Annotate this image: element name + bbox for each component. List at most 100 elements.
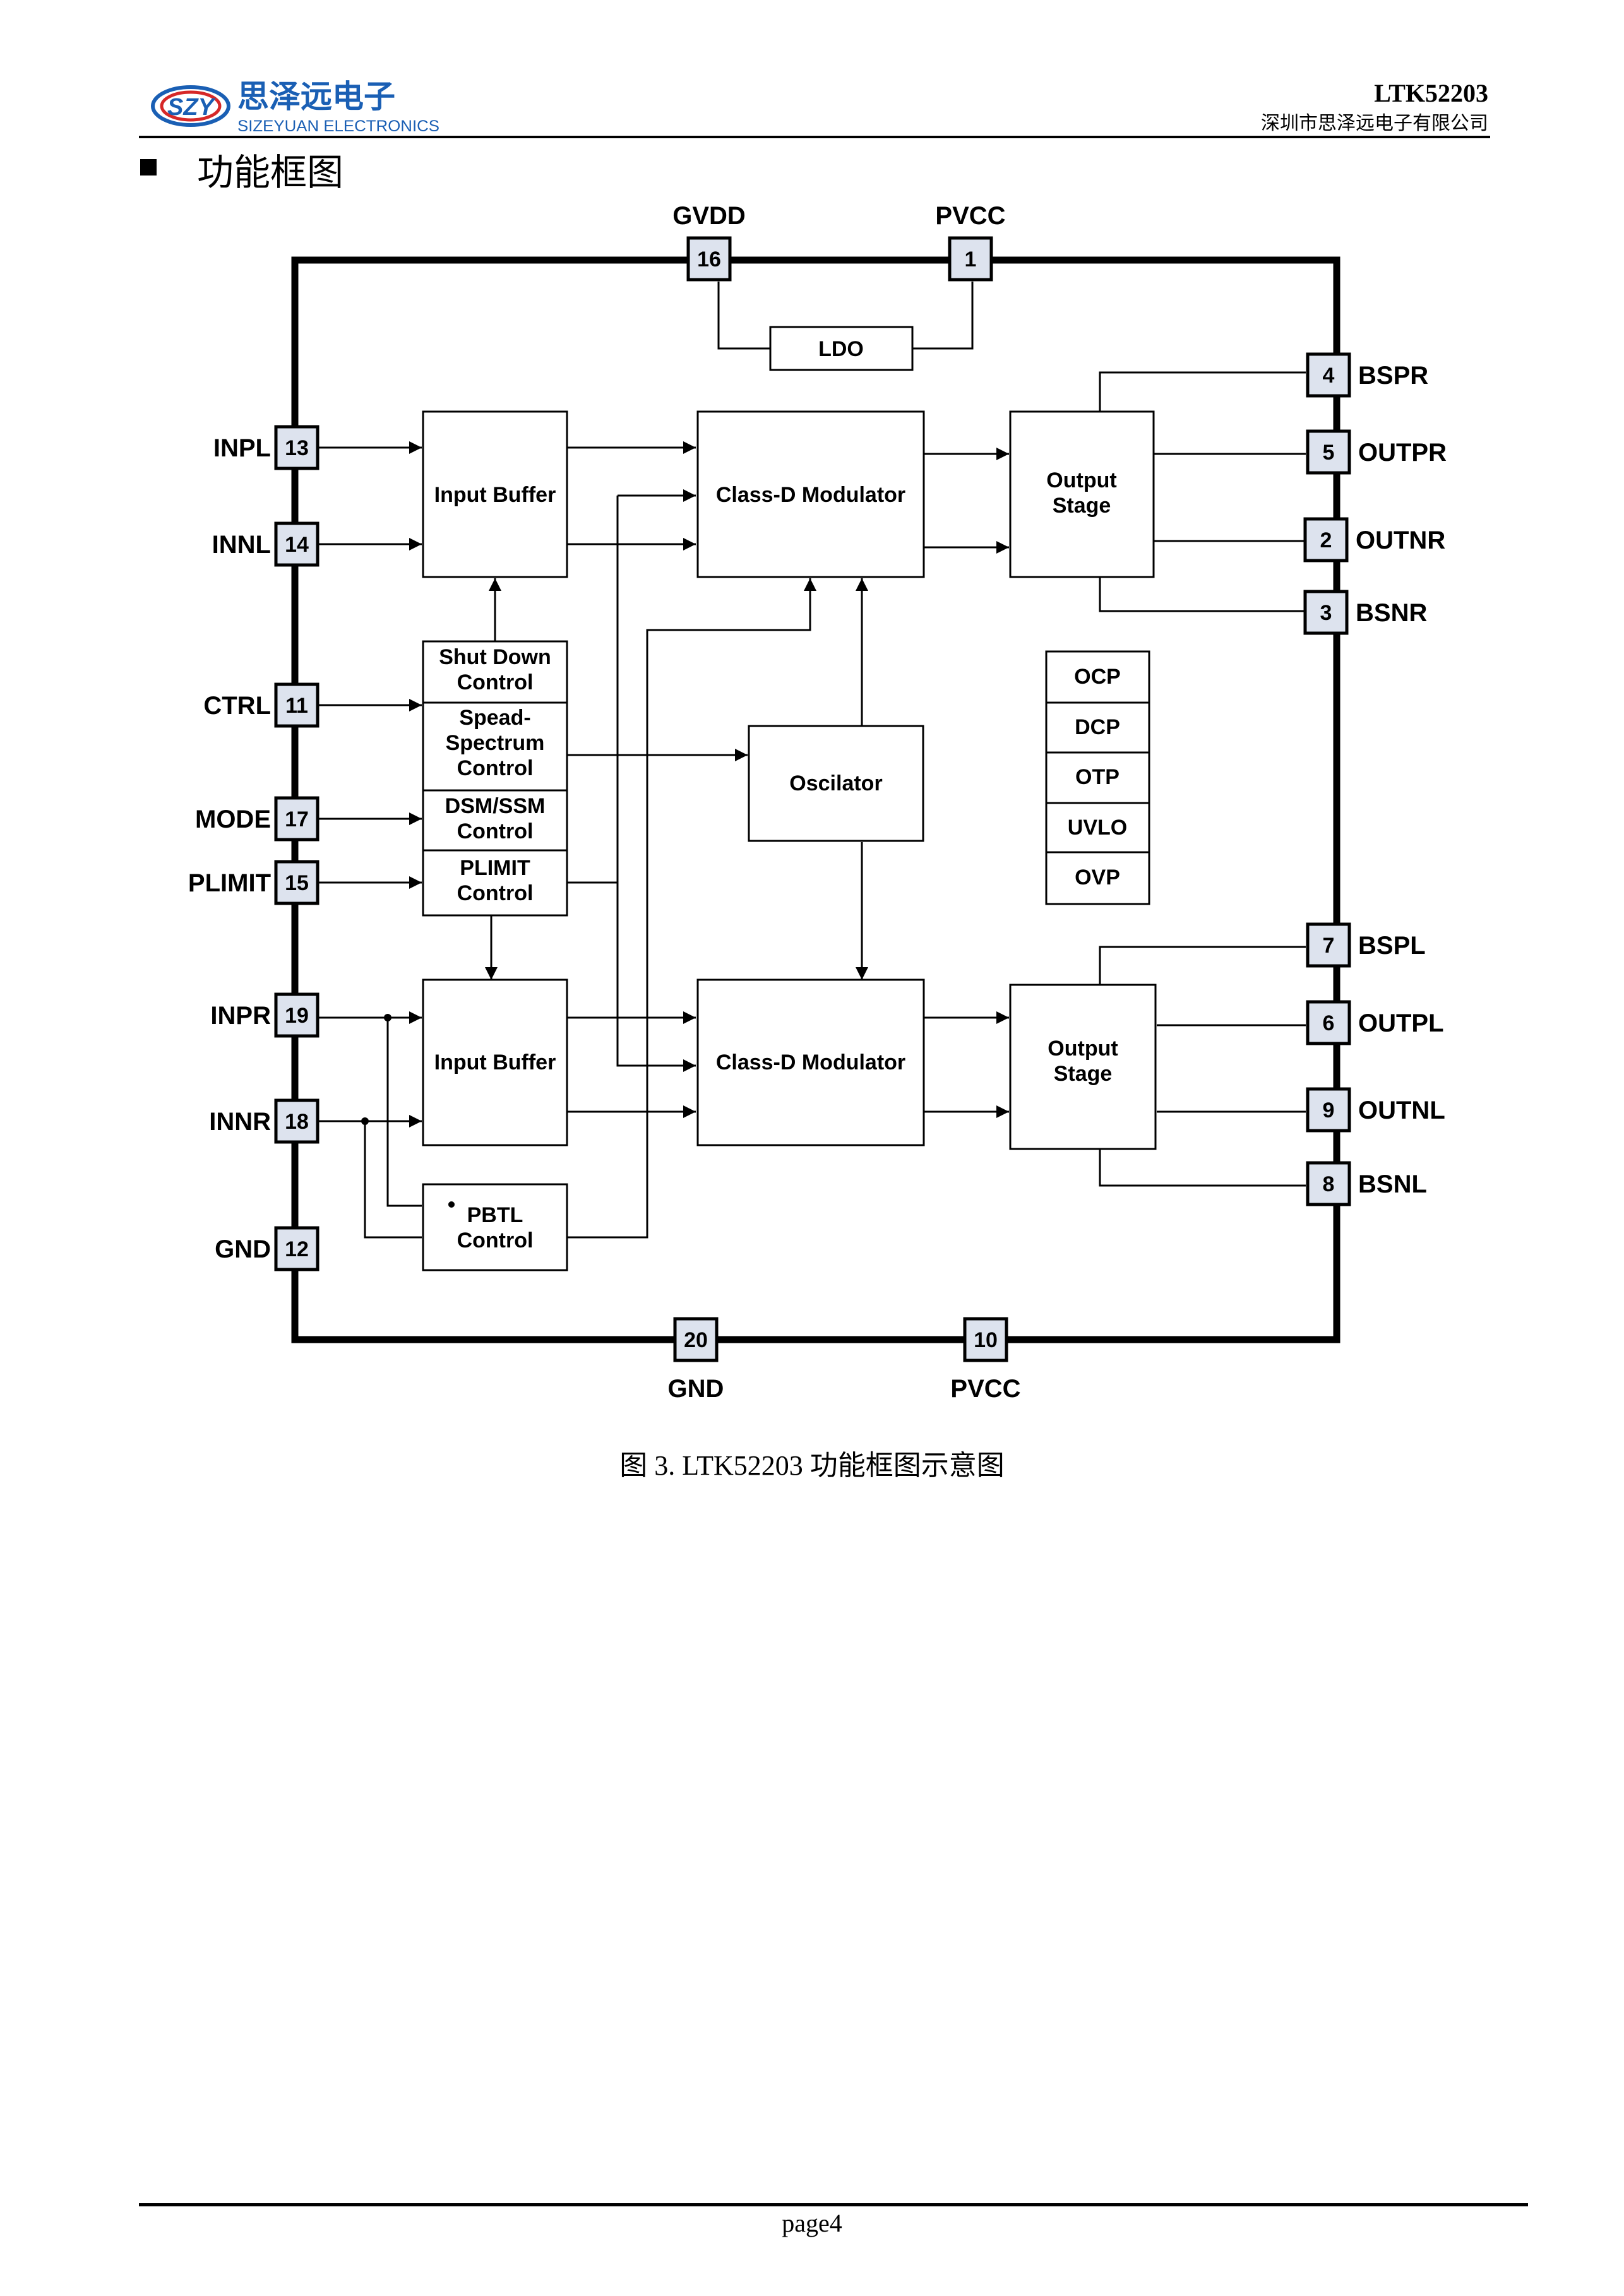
pin-18-box [274,1098,319,1144]
input-buffer-upper-label: Input Buffer [434,483,556,507]
pin-15-number: 15 [285,871,309,895]
pin-19-box [274,992,319,1038]
pin-15-box [274,860,319,905]
pin-4-label: BSPR [1358,362,1428,390]
pin-9-box [1306,1087,1351,1133]
figure-caption: 图 3. LTK52203 功能框图示意图 [619,1450,1005,1481]
pin-20-box [673,1317,719,1362]
page-number: page4 [782,2209,842,2237]
pin-1-label: PVCC [935,202,1005,230]
pin-3-box [1303,590,1349,635]
pbtl-label-2: Control [457,1228,534,1252]
pin-10-number: 10 [974,1328,998,1352]
section-bullet-icon [140,159,157,175]
ldo-block [769,326,914,371]
ocp-label: OCP [1074,665,1121,689]
pin-1-number: 1 [965,247,977,271]
ldo-label: LDO [818,337,864,361]
pin-20-label: GND [668,1375,724,1403]
input-buffer-upper [422,410,568,578]
pin-18-label: INNR [209,1108,271,1136]
output-stage-upper [1009,410,1155,578]
pin-13-number: 13 [285,436,309,460]
section-title: 功能框图 [197,151,344,194]
pin-7-label: BSPL [1358,932,1426,960]
spread-label-1: Spead- [459,706,530,730]
pin-5-label: OUTPR [1358,439,1447,467]
modulator-lower [696,978,925,1146]
pin-12-label: GND [215,1235,271,1263]
header-rule [139,136,1490,138]
pbtl-dot [448,1201,455,1208]
shutdown-label-2: Control [457,670,534,694]
otp-label: OTP [1075,765,1119,789]
pin-16-number: 16 [697,247,721,271]
pin-7-number: 7 [1323,934,1335,958]
pin-1-box [948,236,993,282]
logo-swoosh [151,85,230,127]
input-buffer-lower-label: Input Buffer [434,1050,556,1074]
pin-16-label: GVDD [672,202,746,230]
block-diagram: LDO Input Buffer Class-D Modulator Outpu… [188,202,1447,1403]
dsm-label-1: DSM/SSM [445,794,546,818]
pin-4-number: 4 [1323,364,1335,388]
dsm-label-2: Control [457,819,534,843]
pin-8-box [1306,1161,1351,1206]
uvlo-label: UVLO [1068,816,1127,840]
pin-9-label: OUTNL [1358,1097,1445,1124]
pin-13-box [274,425,319,470]
pin-6-label: OUTPL [1358,1009,1444,1037]
pin-3-number: 3 [1320,601,1332,625]
oscillator-label: Oscilator [789,771,882,795]
pin-2-label: OUTNR [1356,526,1445,554]
pin-17-label: MODE [195,806,271,833]
junction-dot [384,1014,391,1021]
pin-11-number: 11 [285,694,308,718]
pin-11-label: CTRL [203,692,271,720]
plimit-label-1: PLIMIT [460,856,530,880]
pin-19-label: INPR [210,1002,271,1030]
ovp-label: OVP [1075,865,1120,889]
pin-7-box [1306,922,1351,968]
pin-18-number: 18 [285,1110,309,1134]
logo-name-cn: 思泽远电子 [237,79,395,114]
pin-6-number: 6 [1323,1011,1335,1035]
pin-19-number: 19 [285,1004,309,1028]
logo-abbr: SZY [167,94,217,121]
pin-3-label: BSNR [1356,599,1427,627]
pin-10-box [963,1317,1008,1362]
spread-label-2: Spectrum [446,731,545,755]
pin-9-number: 9 [1323,1098,1335,1122]
company-logo: SZY 思泽远电子 SIZEYUAN ELECTRONICS [150,71,447,138]
dcp-label: DCP [1075,715,1120,739]
input-buffer-lower [422,978,568,1146]
pin-14-label: INNL [212,531,271,559]
pin-14-box [274,521,319,567]
pin-14-number: 14 [285,533,309,557]
document-id: LTK52203 [1374,79,1488,107]
pin-11-box [274,682,319,728]
pin-10-label: PVCC [950,1375,1020,1403]
pbtl-label-1: PBTL [467,1203,523,1227]
pin-2-box [1303,517,1349,562]
protection-stack [1045,650,1150,905]
output-stage-lower-label-1: Output [1048,1037,1118,1061]
pin-16-box [686,236,732,282]
pin-17-box [274,796,319,842]
oscillator-block [748,725,924,842]
internal-wiring [319,282,1306,1239]
modulator-upper-label: Class-D Modulator [716,483,905,507]
plimit-label-2: Control [457,881,534,905]
output-stage-upper-label-1: Output [1046,468,1116,492]
pbtl-block [422,1183,568,1271]
output-stage-lower [1009,984,1157,1150]
pin-12-number: 12 [285,1237,309,1261]
pin-4-box [1306,352,1351,398]
pin-20-number: 20 [684,1328,708,1352]
pin-8-number: 8 [1323,1172,1335,1196]
pin-12-box [274,1226,319,1271]
pin-6-box [1306,1000,1351,1045]
pin-13-label: INPL [213,434,271,462]
control-stack [422,640,568,917]
output-stage-upper-label-2: Stage [1053,494,1111,518]
